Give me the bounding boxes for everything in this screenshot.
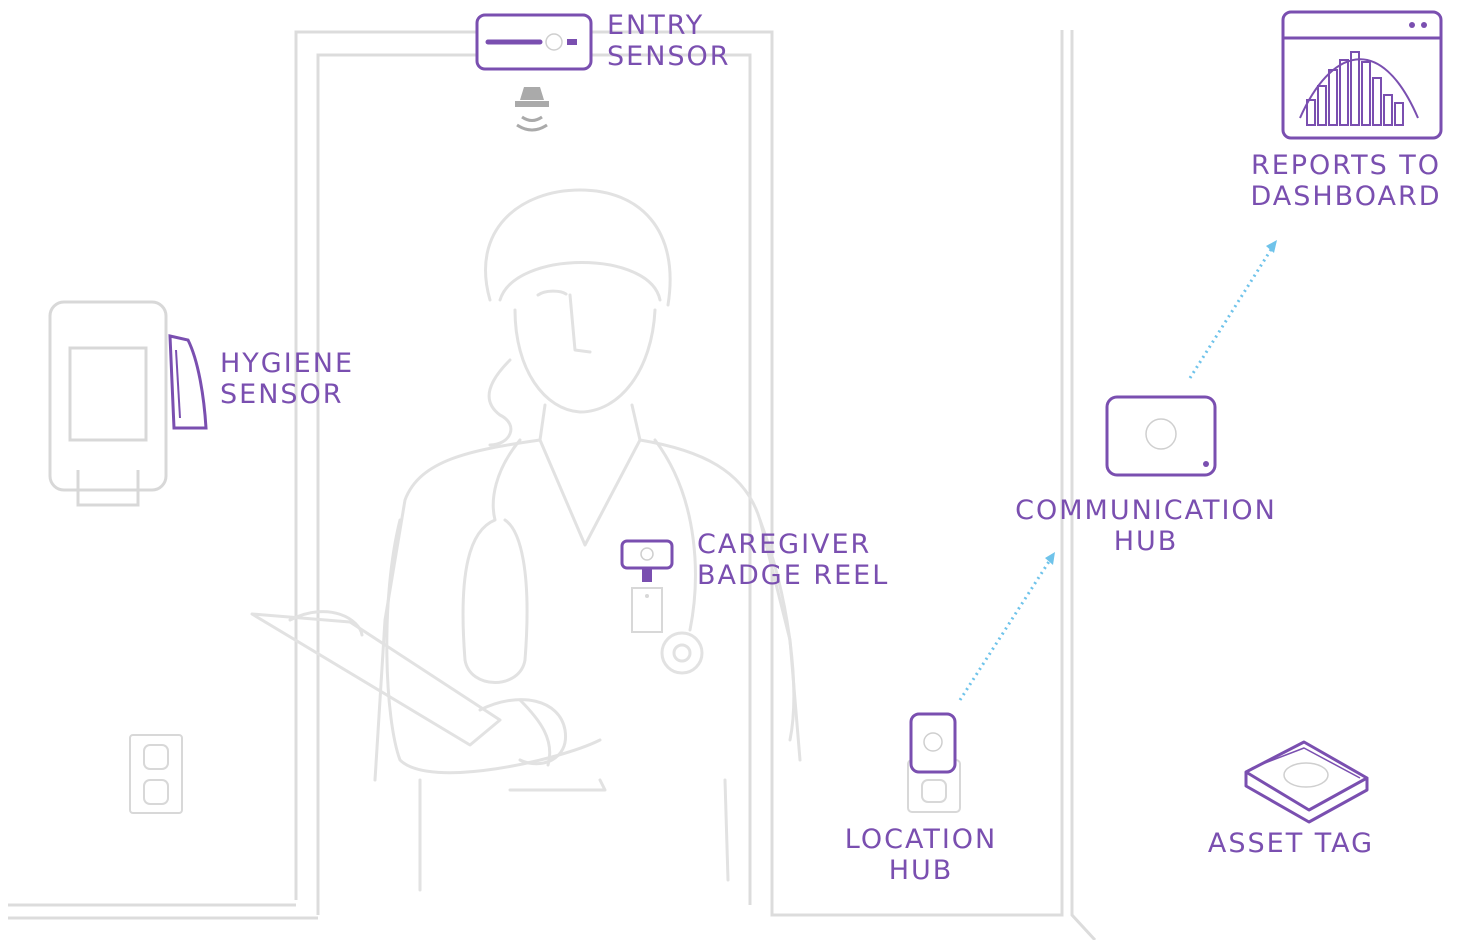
- entry-sensor-label: ENTRY SENSOR: [607, 10, 731, 72]
- hygiene-sensor-label: HYGIENE SENSOR: [220, 348, 354, 410]
- wall-outlet-icon: [130, 735, 182, 813]
- entry-sensor-label-line1: ENTRY: [607, 10, 731, 41]
- location-hub-label-line2: HUB: [838, 855, 1004, 886]
- arrow-location-to-communication: [960, 560, 1050, 700]
- badge-reel-label-line2: BADGE REEL: [697, 560, 889, 591]
- badge-reel-label: CAREGIVER BADGE REEL: [697, 529, 889, 591]
- dashboard-label-line2: DASHBOARD: [1240, 181, 1452, 212]
- asset-tag-label-line1: ASSET TAG: [1200, 828, 1382, 859]
- badge-reel-label-line1: CAREGIVER: [697, 529, 889, 560]
- badge-reel-icon: [622, 541, 672, 632]
- dashboard-label: REPORTS TO DASHBOARD: [1240, 150, 1452, 212]
- dashboard-icon: [1283, 12, 1441, 138]
- asset-tag-icon: [1246, 742, 1367, 822]
- location-hub-icon: [908, 714, 960, 812]
- hygiene-sensor-icon: [50, 302, 206, 505]
- arrow-communication-to-dashboard: [1190, 248, 1272, 378]
- communication-hub-label-line1: COMMUNICATION: [1000, 495, 1292, 526]
- communication-hub-label: COMMUNICATION HUB: [1000, 495, 1292, 557]
- location-hub-label: LOCATION HUB: [838, 824, 1004, 886]
- room-walls: [8, 30, 1095, 940]
- hygiene-sensor-label-line1: HYGIENE: [220, 348, 354, 379]
- dashboard-label-line1: REPORTS TO: [1240, 150, 1452, 181]
- communication-hub-label-line2: HUB: [1000, 526, 1292, 557]
- entry-sensor-label-line2: SENSOR: [607, 41, 731, 72]
- entry-sensor-icon: [477, 15, 591, 130]
- hygiene-sensor-label-line2: SENSOR: [220, 379, 354, 410]
- location-hub-label-line1: LOCATION: [838, 824, 1004, 855]
- communication-hub-icon: [1107, 397, 1215, 475]
- asset-tag-label: ASSET TAG: [1200, 828, 1382, 859]
